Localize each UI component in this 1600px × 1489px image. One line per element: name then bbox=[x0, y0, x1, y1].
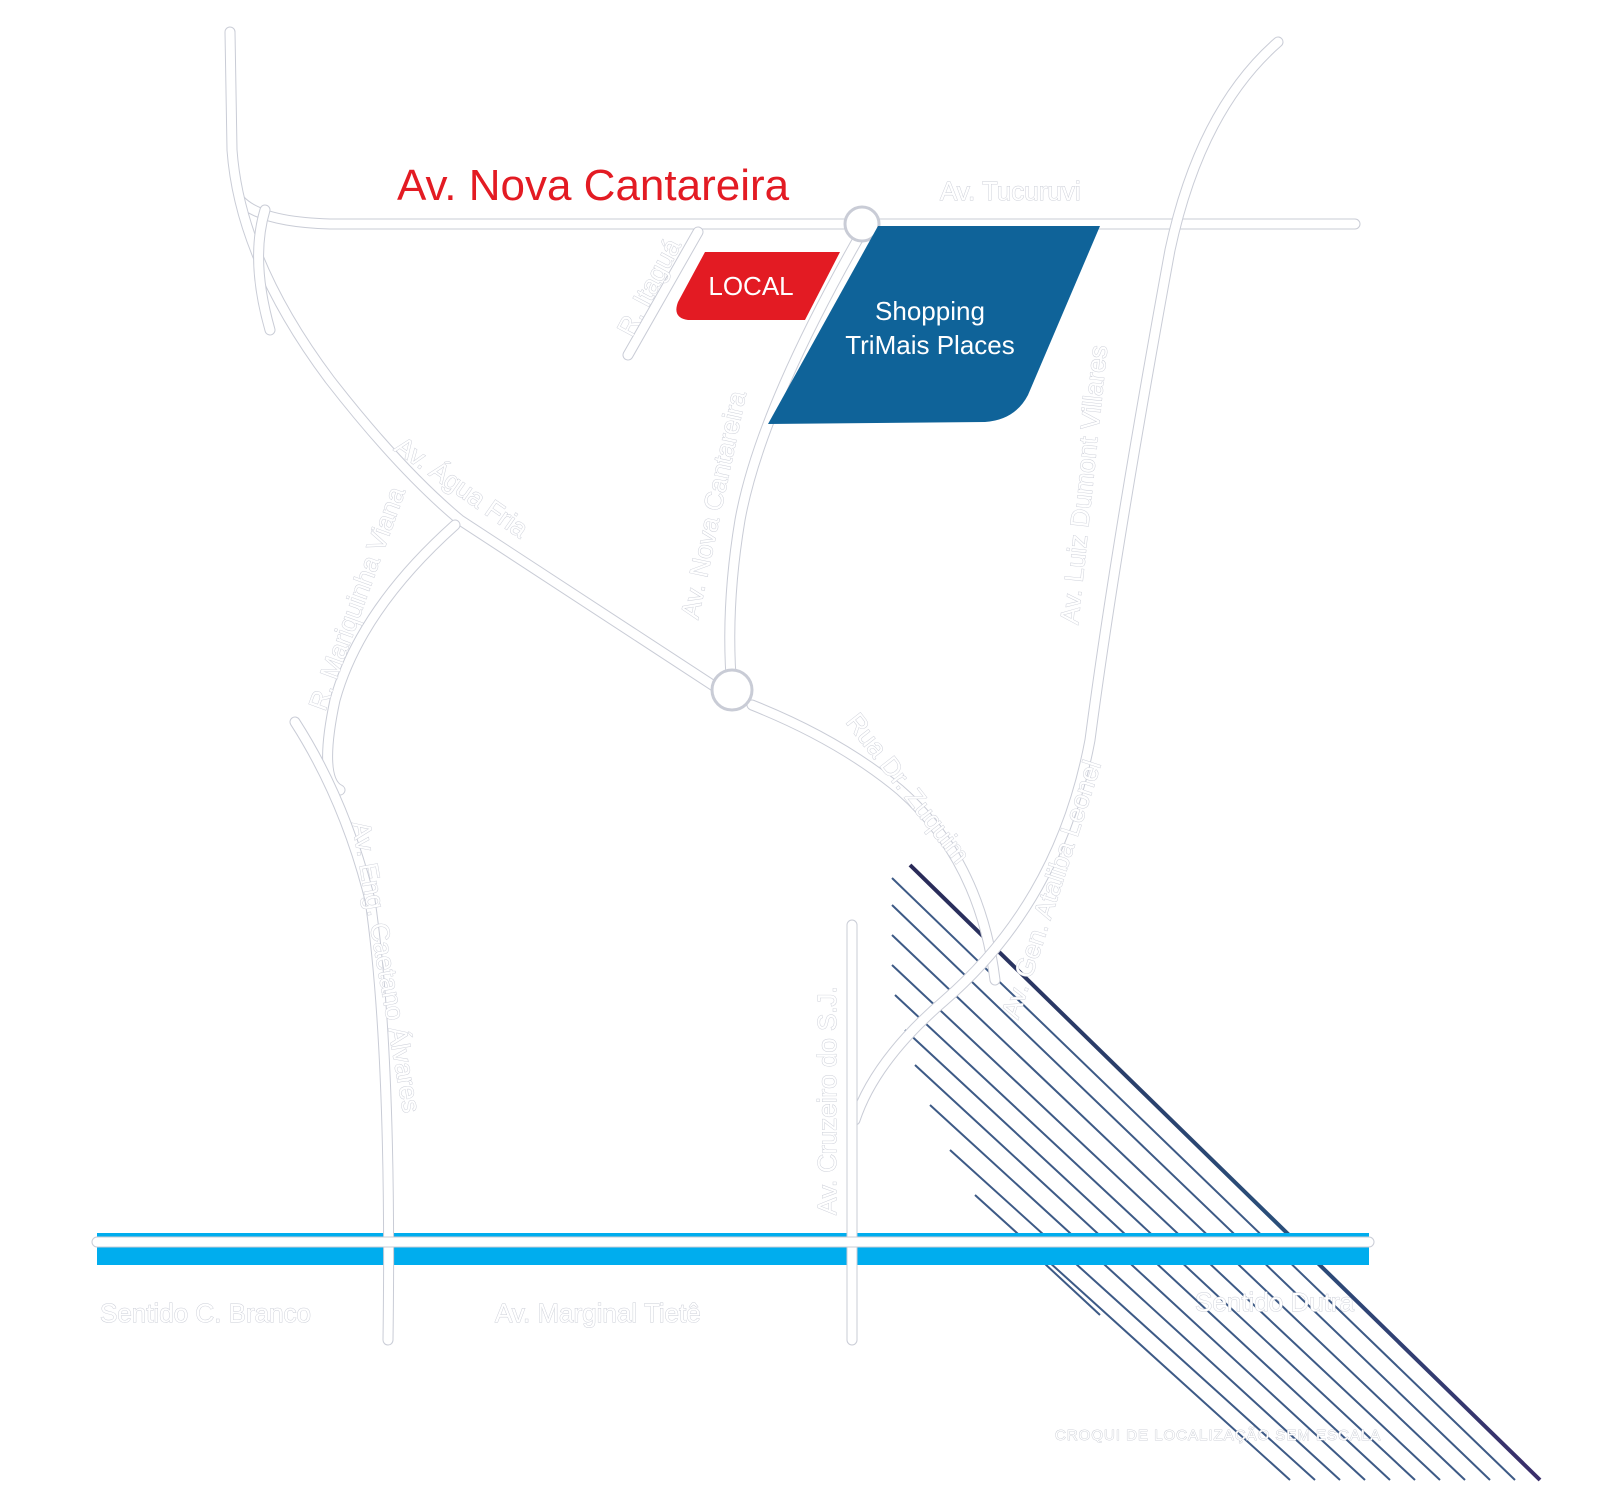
roundabout-north bbox=[843, 205, 881, 243]
direction-label-branco: Sentido C. Branco bbox=[100, 1298, 311, 1328]
shopping-marker bbox=[768, 226, 1100, 424]
street-label-ataliba: Av. Gen. Ataliba Leonel bbox=[995, 756, 1107, 1021]
street-label-cruzeiro: Av. Cruzeiro do S.J. bbox=[812, 986, 842, 1215]
local-label: LOCAL bbox=[708, 271, 793, 301]
street-label-mariquinha: R. Mariquinha Viana bbox=[302, 482, 411, 714]
map-title: Av. Nova Cantareira bbox=[397, 161, 790, 210]
scale-note: CROQUI DE LOCALIZAÇÃO SEM ESCALA bbox=[1055, 1427, 1381, 1444]
road-network bbox=[91, 26, 1375, 1346]
roundabout-south bbox=[710, 668, 754, 712]
shopping-label-line2: TriMais Places bbox=[845, 330, 1015, 360]
shopping-label-line1: Shopping bbox=[875, 296, 985, 326]
street-label-luiz-dumont: Av. Luiz Dumont Villares bbox=[1054, 344, 1113, 626]
street-label-marginal: Av. Marginal Tietê bbox=[495, 1298, 701, 1328]
street-label-zuquim: Rua Dr. Zuquim bbox=[840, 707, 976, 869]
local-marker bbox=[676, 252, 840, 320]
direction-label-dutra: Sentido Dutra bbox=[1195, 1287, 1355, 1317]
street-label-tucuruvi: Av. Tucuruvi bbox=[940, 176, 1081, 206]
